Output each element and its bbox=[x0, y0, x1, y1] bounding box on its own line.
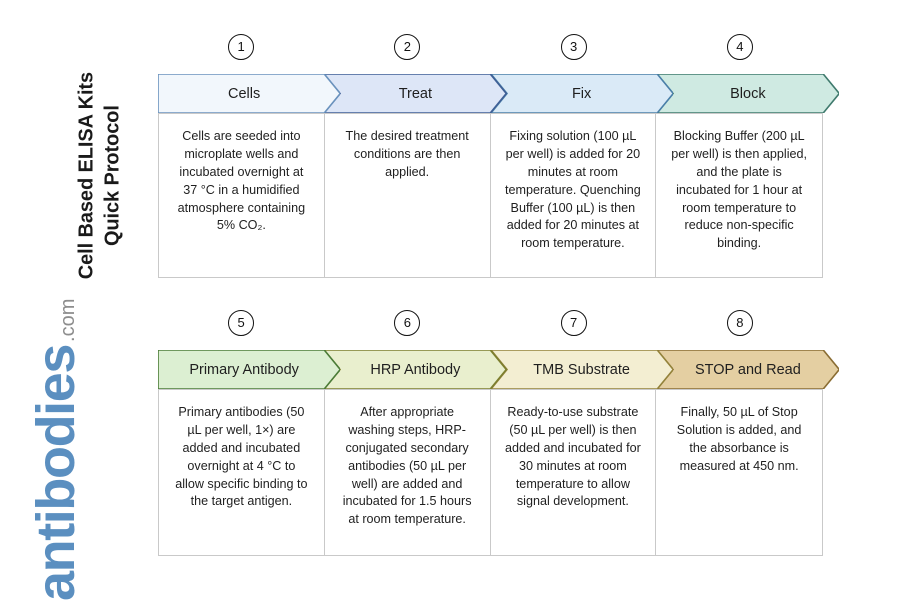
title-sidebar: Cell Based ELISA Kits Quick Protocol ant… bbox=[0, 0, 150, 601]
chevron-shape bbox=[324, 74, 507, 113]
chevron-shape bbox=[490, 74, 673, 113]
chevron-shape bbox=[656, 350, 839, 389]
step-description-cell-5: Primary antibodies (50 µL per well, 1×) … bbox=[159, 390, 325, 555]
step-chevron-7[interactable]: TMB Substrate bbox=[490, 350, 673, 389]
brand-name: antibodies bbox=[26, 344, 86, 601]
step-description-text-6: After appropriate washing steps, HRP-con… bbox=[342, 405, 472, 527]
step-number-badge-8: 8 bbox=[726, 310, 753, 336]
step-chevron-8[interactable]: STOP and Read bbox=[656, 350, 839, 389]
step-label-8: STOP and Read bbox=[694, 361, 801, 378]
step-number-badge-2: 2 bbox=[394, 34, 421, 60]
step-description-cell-2: The desired treatment conditions are the… bbox=[325, 114, 491, 277]
step-label-6: HRP Antibody bbox=[370, 361, 461, 378]
step-badges-row-1: 1 2 3 4 bbox=[158, 34, 823, 74]
step-description-cell-8: Finally, 50 µL of Stop Solution is added… bbox=[656, 390, 822, 555]
step-chevron-1[interactable]: Cells bbox=[158, 74, 341, 113]
step-description-cell-3: Fixing solution (100 µL per well) is add… bbox=[491, 114, 657, 277]
step-number-badge-1: 1 bbox=[228, 34, 255, 60]
step-label-7: TMB Substrate bbox=[533, 361, 630, 378]
step-number-badge-6: 6 bbox=[394, 310, 421, 336]
step-description-text-5: Primary antibodies (50 µL per well, 1×) … bbox=[175, 405, 308, 509]
chevron-shape bbox=[490, 350, 673, 389]
brand-logo: antibodies .com bbox=[26, 298, 95, 601]
step-description-text-4: Blocking Buffer (200 µL per well) is the… bbox=[671, 129, 808, 251]
step-description-cell-6: After appropriate washing steps, HRP-con… bbox=[325, 390, 491, 555]
brand-tld: .com bbox=[57, 298, 79, 342]
step-chevron-5[interactable]: Primary Antibody bbox=[158, 350, 341, 389]
step-label-4: Block bbox=[730, 85, 766, 102]
step-chevron-6[interactable]: HRP Antibody bbox=[324, 350, 507, 389]
step-description-text-7: Ready-to-use substrate (50 µL per well) … bbox=[504, 405, 641, 509]
step-label-5: Primary Antibody bbox=[189, 361, 299, 378]
step-description-cell-1: Cells are seeded into microplate wells a… bbox=[159, 114, 325, 277]
protocol-row-1: 1 2 3 4 Cells Treat Fix Block Cells are seeded… bbox=[158, 34, 840, 278]
step-number-badge-5: 5 bbox=[228, 310, 255, 336]
step-number-badge-3: 3 bbox=[560, 34, 587, 60]
step-description-cell-7: Ready-to-use substrate (50 µL per well) … bbox=[491, 390, 657, 555]
step-chevron-3[interactable]: Fix bbox=[490, 74, 673, 113]
chevron-strip-row-2: Primary Antibody HRP Antibody TMB Substrat… bbox=[158, 350, 840, 389]
description-strip-row-1: Cells are seeded into microplate wells a… bbox=[158, 113, 823, 278]
step-badges-row-2: 5 6 7 8 bbox=[158, 310, 823, 350]
chevron-strip-row-1: Cells Treat Fix Block bbox=[158, 74, 840, 113]
step-description-text-1: Cells are seeded into microplate wells a… bbox=[177, 129, 306, 233]
chevron-shape bbox=[158, 74, 341, 113]
protocol-row-2: 5 6 7 8 Primary Antibody HRP Antibody TMB Sub… bbox=[158, 310, 840, 556]
step-chevron-4[interactable]: Block bbox=[656, 74, 839, 113]
step-description-text-2: The desired treatment conditions are the… bbox=[345, 129, 469, 179]
step-label-2: Treat bbox=[398, 85, 433, 102]
step-chevron-2[interactable]: Treat bbox=[324, 74, 507, 113]
chevron-shape bbox=[656, 74, 839, 113]
step-description-text-3: Fixing solution (100 µL per well) is add… bbox=[504, 129, 641, 251]
step-number-badge-7: 7 bbox=[560, 310, 587, 336]
page-title: Cell Based ELISA Kits Quick Protocol bbox=[75, 71, 123, 280]
chevron-shape bbox=[158, 350, 341, 389]
step-description-text-8: Finally, 50 µL of Stop Solution is added… bbox=[676, 405, 802, 473]
step-label-1: Cells bbox=[228, 85, 261, 102]
description-strip-row-2: Primary antibodies (50 µL per well, 1×) … bbox=[158, 389, 823, 556]
step-label-3: Fix bbox=[571, 85, 592, 102]
step-description-cell-4: Blocking Buffer (200 µL per well) is the… bbox=[656, 114, 822, 277]
chevron-shape bbox=[324, 350, 507, 389]
step-number-badge-4: 4 bbox=[726, 34, 753, 60]
